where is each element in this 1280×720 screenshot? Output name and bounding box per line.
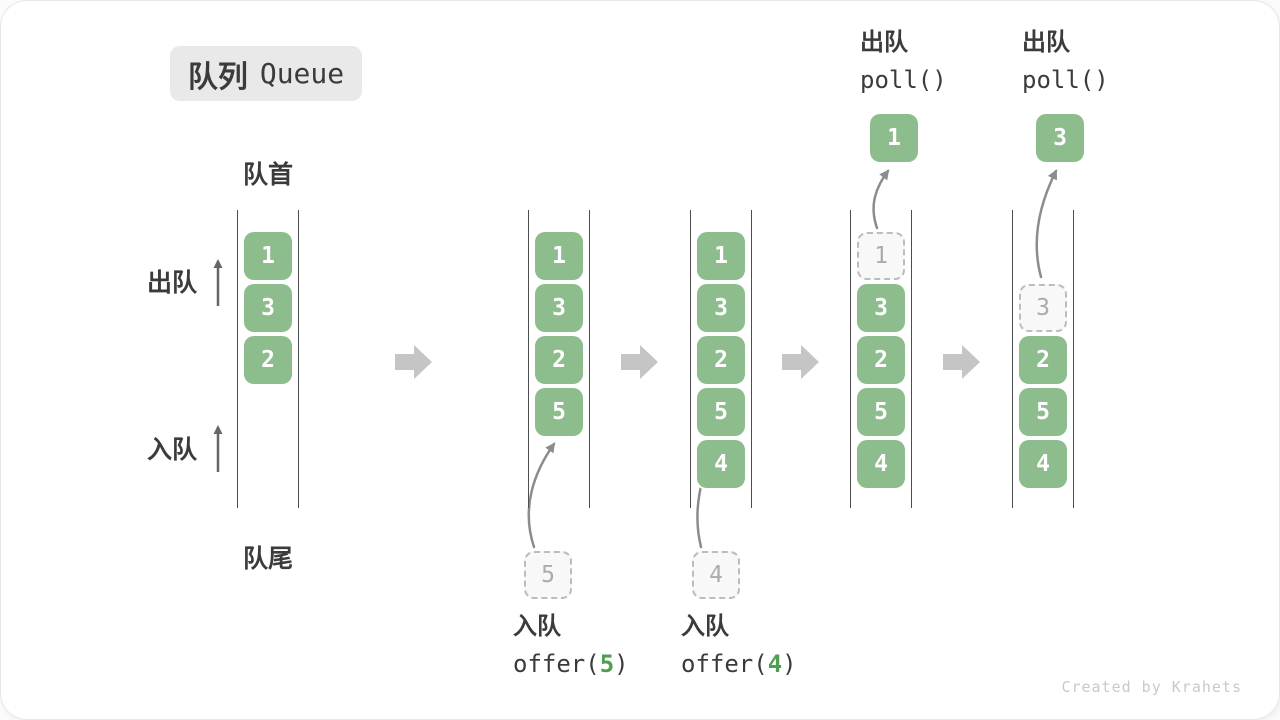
queue-cell: 1 — [697, 232, 745, 280]
queue-cell: 3 — [857, 284, 905, 332]
op-label-zh: 出队 — [1022, 29, 1070, 56]
title-en: Queue — [259, 57, 345, 90]
queue-cell: 4 — [857, 440, 905, 488]
polled-value-box: 1 — [870, 114, 918, 162]
title-zh: 队列 — [187, 60, 248, 94]
queue-cell: 2 — [697, 336, 745, 384]
queue-state-1: 1 3 2 — [237, 210, 299, 508]
op-label-code: offer(4) — [681, 650, 797, 678]
op-label-code: poll() — [1022, 66, 1109, 94]
queue-state-5: 3 2 5 4 — [1012, 210, 1074, 508]
op-label-offer4: 入队 offer(4) — [681, 612, 797, 679]
watermark: Created by Krahets — [1061, 678, 1242, 696]
queue-cell: 1 — [244, 232, 292, 280]
label-queue-head: 队首 — [242, 161, 293, 189]
op-label-offer5: 入队 offer(5) — [513, 612, 629, 679]
op-label-code: poll() — [860, 66, 947, 94]
queue-cell: 2 — [244, 336, 292, 384]
queue-cell: 5 — [1019, 388, 1067, 436]
op-label-zh: 入队 — [681, 613, 729, 640]
enqueue-ghost-4: 4 — [692, 551, 740, 599]
queue-state-3: 1 3 2 5 4 — [690, 210, 752, 508]
queue-cell: 4 — [1019, 440, 1067, 488]
queue-cell-ghost: 3 — [1019, 284, 1067, 332]
queue-cell: 4 — [697, 440, 745, 488]
queue-cell-ghost: 1 — [857, 232, 905, 280]
op-label-code: offer(5) — [513, 650, 629, 678]
op-label-zh: 出队 — [860, 29, 908, 56]
queue-cell: 5 — [697, 388, 745, 436]
queue-cell: 5 — [857, 388, 905, 436]
queue-cell: 2 — [1019, 336, 1067, 384]
title-badge: 队列 Queue — [170, 46, 362, 101]
queue-cell: 3 — [697, 284, 745, 332]
polled-value-box: 3 — [1036, 114, 1084, 162]
queue-state-4: 1 3 2 5 4 — [850, 210, 912, 508]
label-enqueue: 入队 — [147, 436, 198, 464]
queue-cell: 2 — [535, 336, 583, 384]
queue-cell: 5 — [535, 388, 583, 436]
queue-cell: 2 — [857, 336, 905, 384]
queue-cell: 1 — [535, 232, 583, 280]
op-label-poll-1: 出队 poll() — [860, 28, 947, 95]
queue-state-2: 1 3 2 5 — [528, 210, 590, 508]
op-label-zh: 入队 — [513, 613, 561, 640]
label-queue-tail: 队尾 — [242, 545, 293, 573]
queue-cell: 3 — [244, 284, 292, 332]
op-label-poll-3: 出队 poll() — [1022, 28, 1109, 95]
label-dequeue: 出队 — [147, 269, 198, 297]
enqueue-ghost-5: 5 — [524, 551, 572, 599]
queue-cell: 3 — [535, 284, 583, 332]
